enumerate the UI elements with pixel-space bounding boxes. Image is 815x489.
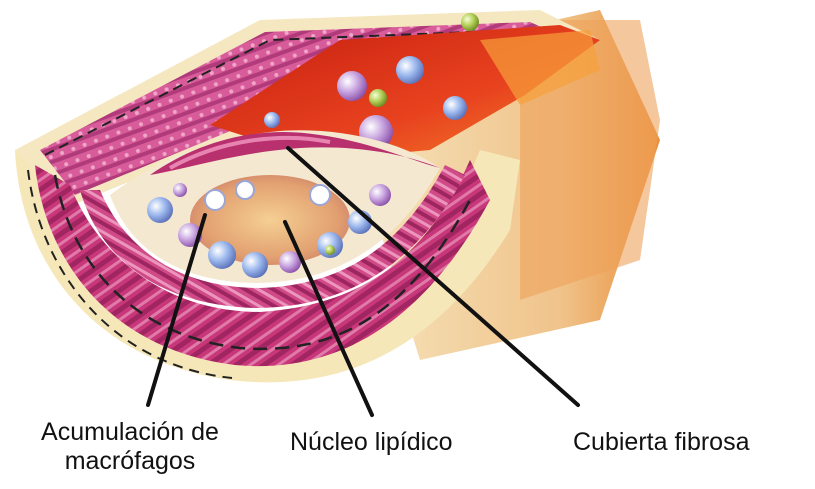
blood-cell bbox=[461, 13, 479, 31]
macrophage bbox=[325, 245, 335, 255]
macrophage bbox=[310, 185, 330, 205]
macrophage bbox=[147, 197, 173, 223]
label-macrophage-line1: Acumulación de bbox=[10, 418, 250, 447]
label-macrophage-line2: macrófagos bbox=[10, 447, 250, 476]
macrophage bbox=[242, 252, 268, 278]
macrophage bbox=[173, 183, 187, 197]
blood-cell bbox=[337, 71, 367, 101]
label-macrophage-accumulation: Acumulación de macrófagos bbox=[10, 418, 250, 476]
label-fibrous-cap: Cubierta fibrosa bbox=[573, 428, 749, 457]
macrophage bbox=[205, 190, 225, 210]
label-lipid-core: Núcleo lipídico bbox=[290, 428, 453, 457]
blood-cell bbox=[264, 112, 280, 128]
blood-cell bbox=[396, 56, 424, 84]
macrophage bbox=[236, 181, 254, 199]
macrophage bbox=[208, 241, 236, 269]
macrophage bbox=[369, 184, 391, 206]
blood-cell bbox=[443, 96, 467, 120]
blood-cell bbox=[369, 89, 387, 107]
